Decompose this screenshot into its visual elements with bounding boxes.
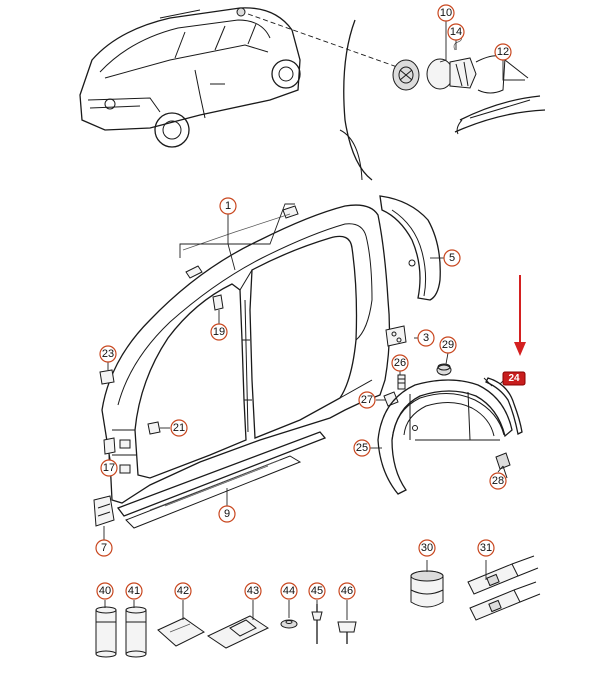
svg-text:40: 40 (99, 585, 111, 597)
svg-text:29: 29 (442, 339, 454, 351)
sealant-cartridge-40 (95, 606, 117, 658)
svg-text:12: 12 (497, 46, 509, 58)
callout-23: 23 (99, 345, 117, 363)
rear-arch-panel (379, 195, 441, 301)
red-indicator-arrow (514, 275, 526, 356)
svg-text:17: 17 (103, 462, 115, 474)
svg-text:42: 42 (177, 585, 189, 597)
svg-text:3: 3 (423, 332, 429, 344)
svg-text:21: 21 (173, 422, 185, 434)
svg-text:1: 1 (225, 200, 231, 212)
stud-part (397, 374, 406, 390)
bracket-part-7 (93, 495, 115, 527)
svg-text:14: 14 (450, 26, 462, 38)
callout-45: 45 (308, 582, 326, 600)
callout-25: 25 (353, 439, 371, 457)
svg-text:45: 45 (311, 585, 323, 597)
callout-3: 3 (417, 329, 435, 347)
callout-9: 9 (218, 505, 236, 523)
sill-panel (116, 431, 327, 529)
svg-text:7: 7 (101, 542, 107, 554)
callout-30: 30 (418, 539, 436, 557)
fuel-filler-detail (339, 19, 546, 181)
svg-text:5: 5 (449, 252, 455, 264)
callout-29: 29 (439, 336, 457, 354)
clip-part-23 (99, 369, 115, 385)
clip-part-17 (103, 437, 116, 455)
detail-reference-line (247, 13, 401, 69)
arch-trim-strip (483, 377, 523, 435)
sealant-cartridge-41 (125, 606, 147, 658)
touch-up-pens (467, 555, 541, 621)
svg-text:25: 25 (356, 442, 368, 454)
callout-27: 27 (358, 391, 376, 409)
svg-text:30: 30 (421, 542, 433, 554)
clip-part (436, 363, 452, 376)
side-panel-frame (101, 204, 391, 504)
wheel-housing-liner (377, 379, 513, 495)
screw-part (383, 391, 399, 407)
callout-44: 44 (280, 582, 298, 600)
callout-26: 26 (391, 354, 409, 372)
callout-5: 5 (443, 249, 461, 267)
callout-14: 14 (447, 23, 465, 41)
pin-part-19 (212, 294, 224, 311)
small-bracket (385, 325, 407, 347)
callout-42: 42 (174, 582, 192, 600)
callout-31: 31 (477, 539, 495, 557)
svg-text:28: 28 (492, 475, 504, 487)
push-clip-part (337, 621, 357, 644)
svg-text:41: 41 (128, 585, 140, 597)
car-overview-illustration (79, 7, 301, 148)
callout-7: 7 (95, 539, 113, 557)
screw-part-21 (147, 421, 161, 435)
callout-10: 10 (437, 4, 455, 22)
callout-17: 17 (100, 459, 118, 477)
callout-28: 28 (489, 472, 507, 490)
svg-text:24: 24 (508, 373, 520, 384)
svg-text:26: 26 (394, 357, 406, 369)
leader-lines (103, 21, 525, 620)
callout-12: 12 (494, 43, 512, 61)
callout-41: 41 (125, 582, 143, 600)
paint-tin (410, 570, 444, 608)
pin-part-45 (311, 604, 323, 644)
callout-43: 43 (244, 582, 262, 600)
svg-text:44: 44 (283, 585, 295, 597)
svg-text:46: 46 (341, 585, 353, 597)
svg-text:9: 9 (224, 508, 230, 520)
callout-1: 1 (219, 197, 237, 215)
callout-19: 19 (210, 323, 228, 341)
callout-21: 21 (170, 419, 188, 437)
svg-text:19: 19 (213, 326, 225, 338)
svg-text:43: 43 (247, 585, 259, 597)
callout-46: 46 (338, 582, 356, 600)
svg-text:31: 31 (480, 542, 492, 554)
liner-screw-part (495, 452, 511, 479)
svg-text:27: 27 (361, 394, 373, 406)
adhesive-pad (157, 617, 205, 647)
callout-24-highlighted: 24 (502, 371, 526, 386)
svg-text:23: 23 (102, 348, 114, 360)
washer-part (280, 619, 298, 629)
adhesive-tape (206, 615, 270, 649)
svg-text:10: 10 (440, 7, 452, 19)
callout-40: 40 (96, 582, 114, 600)
